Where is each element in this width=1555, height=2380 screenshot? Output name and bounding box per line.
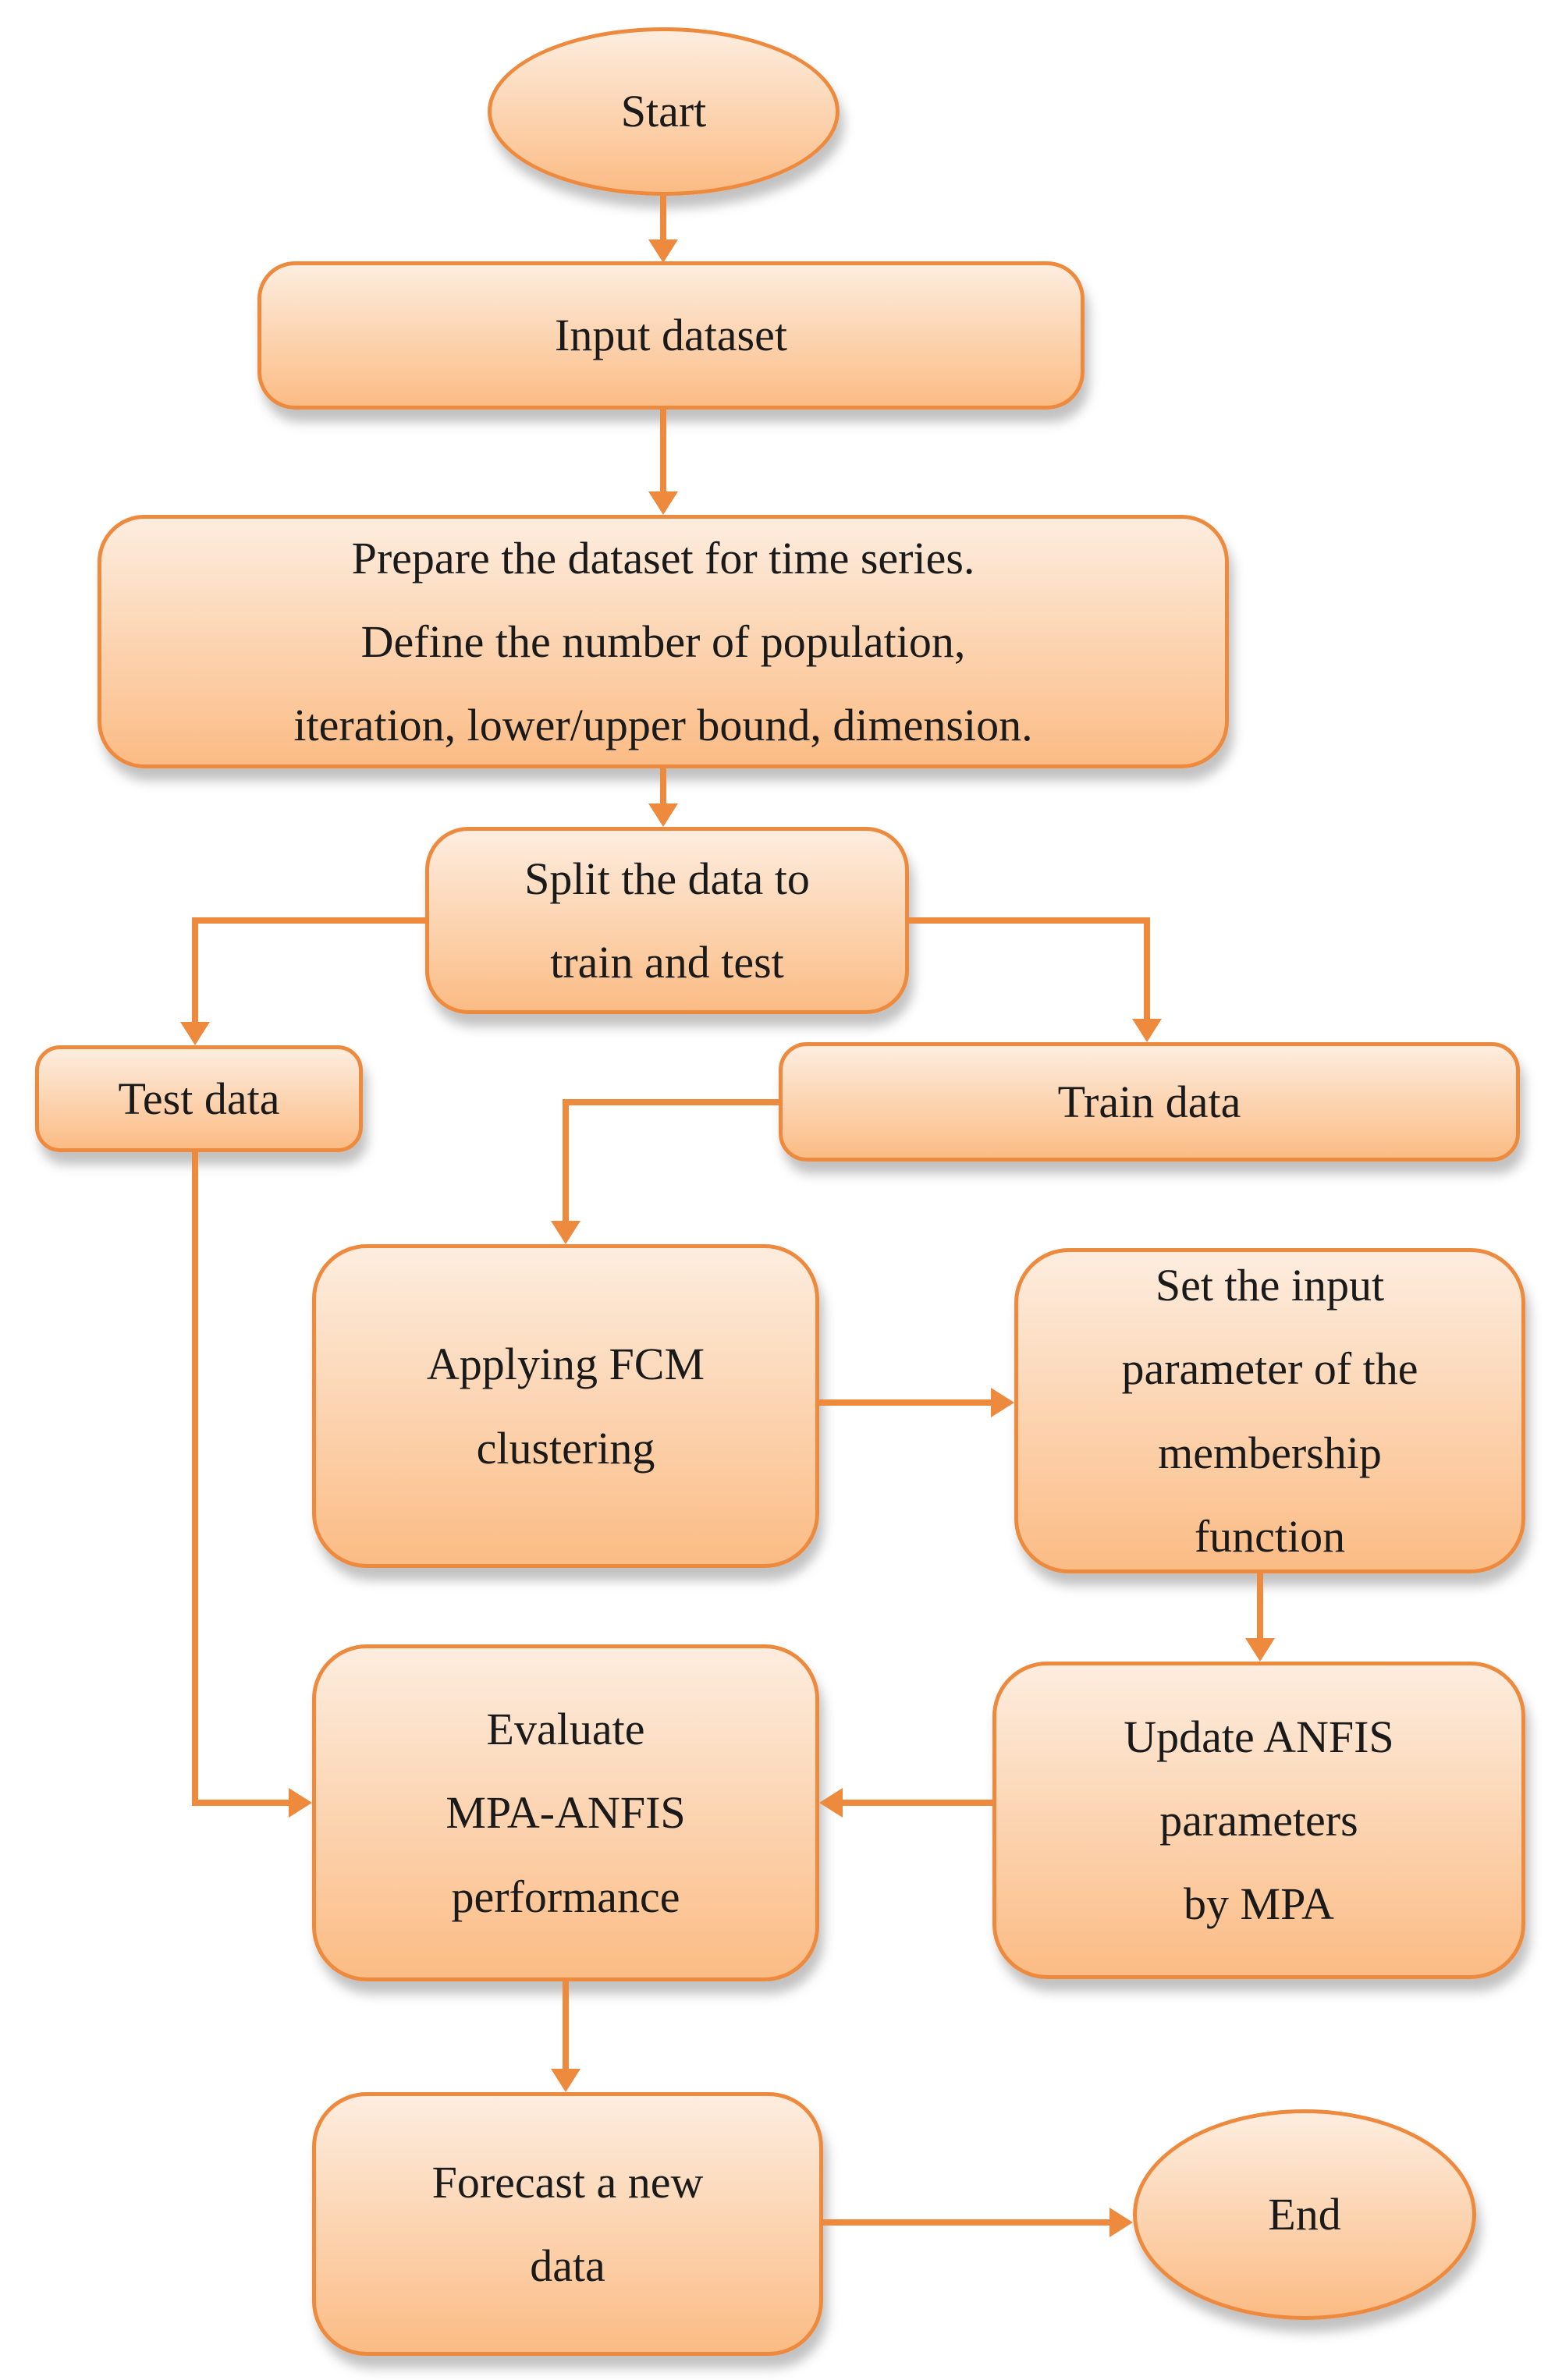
text-line: Update ANFIS: [1124, 1711, 1394, 1762]
arrowhead-down-icon: [551, 1221, 580, 1244]
arrowhead-down-icon: [648, 491, 678, 515]
node-start-label: Start: [620, 86, 707, 137]
edge-train-to-fcm-line: [563, 1099, 569, 1221]
node-train-data: Train data: [779, 1042, 1520, 1162]
edge-evaluate-to-forecast-line: [563, 1981, 569, 2069]
node-prepare: Prepare the dataset for time series. Def…: [98, 515, 1229, 768]
arrowhead-left-icon: [819, 1788, 843, 1818]
text-line: data: [530, 2240, 605, 2291]
text-line: parameters: [1159, 1794, 1358, 1846]
arrowhead-down-icon: [648, 239, 678, 263]
text-line: by MPA: [1184, 1878, 1334, 1930]
text-line: performance: [451, 1871, 680, 1922]
arrowhead-down-icon: [648, 803, 678, 827]
node-input-dataset: Input dataset: [257, 261, 1085, 410]
node-split: Split the data to train and test: [425, 827, 909, 1014]
edge-forecast-to-end-line: [823, 2219, 1109, 2226]
arrowhead-right-icon: [289, 1788, 312, 1818]
text-line: function: [1194, 1510, 1346, 1562]
arrowhead-right-icon: [991, 1388, 1014, 1417]
node-input-dataset-label: Input dataset: [555, 310, 787, 361]
edge-split-to-train-line: [909, 917, 1150, 924]
node-set-input-parameter-label: Set the input parameter of the membershi…: [1121, 1243, 1418, 1578]
text-line: clustering: [476, 1422, 655, 1474]
text-line: MPA-ANFIS: [446, 1787, 686, 1839]
edge-split-to-test-line: [192, 917, 425, 924]
edge-test-to-evaluate-line: [192, 1152, 198, 1806]
node-forecast: Forecast a new data: [312, 2092, 823, 2356]
text-line: iteration, lower/upper bound, dimension.: [293, 700, 1033, 751]
edge-prepare-to-split-line: [660, 768, 666, 803]
arrowhead-down-icon: [180, 1022, 210, 1045]
node-set-input-parameter: Set the input parameter of the membershi…: [1014, 1248, 1525, 1573]
node-train-data-label: Train data: [1057, 1076, 1241, 1127]
text-line: Split the data to: [524, 853, 810, 904]
arrowhead-down-icon: [1132, 1019, 1162, 1042]
text-line: Evaluate: [486, 1704, 645, 1755]
node-evaluate-performance: Evaluate MPA-ANFIS performance: [312, 1644, 819, 1981]
edge-update-to-evaluate-line: [843, 1800, 992, 1806]
node-update-anfis: Update ANFIS parameters by MPA: [992, 1662, 1525, 1979]
edge-test-to-evaluate-line: [192, 1800, 289, 1806]
edge-fcm-to-set-line: [819, 1399, 991, 1406]
text-line: Set the input: [1155, 1259, 1385, 1311]
node-prepare-label: Prepare the dataset for time series. Def…: [293, 516, 1032, 768]
edge-set-to-update-line: [1257, 1573, 1263, 1638]
text-line: membership: [1158, 1427, 1382, 1478]
node-test-data: Test data: [35, 1045, 363, 1152]
edge-start-to-input-line: [660, 196, 666, 239]
node-end: End: [1133, 2109, 1476, 2320]
text-line: Prepare the dataset for time series.: [351, 532, 975, 583]
text-line: Define the number of population,: [360, 615, 966, 667]
text-line: parameter of the: [1121, 1343, 1418, 1395]
text-line: Applying FCM: [426, 1339, 705, 1390]
node-update-anfis-label: Update ANFIS parameters by MPA: [1124, 1695, 1393, 1946]
node-fcm-clustering-label: Applying FCM clustering: [427, 1322, 705, 1490]
edge-split-to-test-line: [192, 917, 198, 1022]
node-evaluate-performance-label: Evaluate MPA-ANFIS performance: [446, 1687, 685, 1938]
arrowhead-right-icon: [1109, 2208, 1133, 2237]
edge-split-to-train-line: [1144, 917, 1150, 1019]
node-split-label: Split the data to train and test: [524, 837, 810, 1005]
arrowhead-down-icon: [551, 2069, 580, 2092]
node-forecast-label: Forecast a new data: [432, 2141, 704, 2308]
edge-input-to-prepare-line: [660, 410, 666, 491]
node-test-data-label: Test data: [118, 1073, 280, 1124]
node-start: Start: [488, 27, 840, 196]
node-fcm-clustering: Applying FCM clustering: [312, 1244, 819, 1568]
node-end-label: End: [1268, 2189, 1341, 2240]
edge-train-to-fcm-line: [563, 1099, 779, 1105]
arrowhead-down-icon: [1245, 1638, 1275, 1662]
text-line: train and test: [550, 937, 784, 988]
text-line: Forecast a new: [431, 2156, 704, 2208]
